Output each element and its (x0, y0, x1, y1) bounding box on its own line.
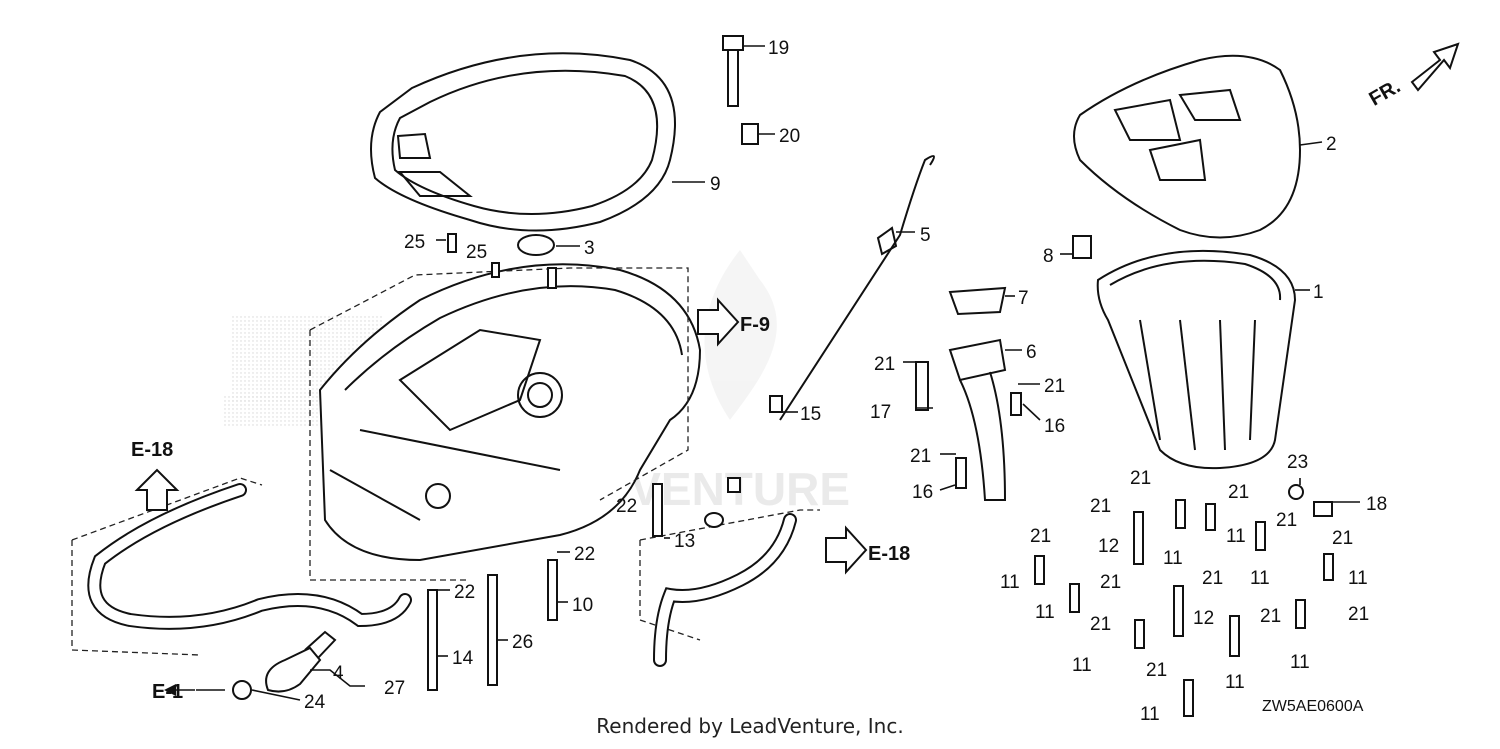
reference-arrows (134, 42, 1460, 696)
callout-6[interactable]: 6 (1026, 342, 1037, 363)
callout-12-b[interactable]: 12 (1193, 608, 1214, 629)
callout-1[interactable]: 1 (1313, 282, 1324, 303)
gasket-7[interactable] (948, 286, 1007, 316)
callout-7[interactable]: 7 (1018, 288, 1029, 309)
callout-21-a[interactable]: 21 (874, 354, 895, 375)
callout-15[interactable]: 15 (800, 404, 821, 425)
callout-25-a[interactable]: 25 (404, 232, 425, 253)
callout-21-e[interactable]: 21 (1228, 482, 1249, 503)
callout-23[interactable]: 23 (1287, 452, 1308, 473)
ref-e18-right[interactable]: E-18 (868, 543, 910, 565)
callout-labels: 1 2 3 4 5 6 7 8 9 10 11 11 11 11 11 11 1… (304, 38, 1387, 725)
callout-11-a[interactable]: 11 (1163, 548, 1183, 569)
callout-20[interactable]: 20 (779, 126, 800, 147)
callout-21-h[interactable]: 21 (1030, 526, 1051, 547)
callout-21-b[interactable]: 21 (1044, 376, 1065, 397)
callout-9[interactable]: 9 (710, 174, 721, 195)
callout-5[interactable]: 5 (920, 225, 931, 246)
callout-11-c[interactable]: 11 (1250, 568, 1270, 589)
callout-12-a[interactable]: 12 (1098, 536, 1119, 557)
callout-3[interactable]: 3 (584, 238, 595, 259)
dipstick-tube-6[interactable] (948, 338, 1007, 501)
callout-21-n[interactable]: 21 (1348, 604, 1369, 625)
callout-21-f[interactable]: 21 (1090, 496, 1111, 517)
fitting-4[interactable] (265, 630, 337, 693)
hose-right[interactable] (653, 513, 797, 667)
callout-16-a[interactable]: 16 (1044, 416, 1065, 437)
callout-21-j[interactable]: 21 (1100, 572, 1121, 593)
callout-22-b[interactable]: 22 (574, 544, 595, 565)
callout-17[interactable]: 17 (870, 402, 891, 423)
ref-e1[interactable]: E-1 (152, 681, 183, 703)
callout-4[interactable]: 4 (333, 663, 344, 684)
callout-10[interactable]: 10 (572, 595, 593, 616)
gasket-2[interactable] (1073, 54, 1302, 239)
leader-lines (196, 45, 1360, 701)
hose-left[interactable] (87, 483, 412, 630)
callout-26[interactable]: 26 (512, 632, 533, 653)
callout-21-k[interactable]: 21 (1202, 568, 1223, 589)
callout-27[interactable]: 27 (384, 678, 405, 699)
oil-pan-1[interactable] (1096, 249, 1297, 470)
callout-11-e[interactable]: 11 (1000, 572, 1020, 593)
clamp-24[interactable] (232, 680, 252, 700)
callout-21-l[interactable]: 21 (1090, 614, 1111, 635)
callout-8[interactable]: 8 (1043, 246, 1054, 267)
callout-21-o[interactable]: 21 (1146, 660, 1167, 681)
ref-f9[interactable]: F-9 (740, 314, 770, 336)
fasteners[interactable] (427, 35, 1334, 717)
callout-25-b[interactable]: 25 (466, 242, 487, 263)
callout-18[interactable]: 18 (1366, 494, 1387, 515)
callout-11-i[interactable]: 11 (1225, 672, 1245, 693)
callout-14[interactable]: 14 (452, 648, 474, 669)
callout-11-b[interactable]: 11 (1226, 526, 1246, 547)
callout-13[interactable]: 13 (674, 531, 695, 552)
diagram-code: ZW5AE0600A (1262, 698, 1364, 715)
callout-22-c[interactable]: 22 (454, 582, 475, 603)
callout-16-b[interactable]: 16 (912, 482, 933, 503)
callout-11-j[interactable]: 11 (1140, 704, 1160, 725)
callout-11-d[interactable]: 11 (1348, 568, 1368, 589)
dashed-groups (71, 267, 820, 656)
callout-21-d[interactable]: 21 (1130, 468, 1151, 489)
gasket-9[interactable] (370, 52, 676, 232)
callout-2[interactable]: 2 (1326, 134, 1337, 155)
ref-e18-left[interactable]: E-18 (131, 439, 173, 461)
callout-21-m[interactable]: 21 (1260, 606, 1281, 627)
dipstick-5[interactable] (779, 155, 935, 421)
callout-24[interactable]: 24 (304, 692, 326, 713)
callout-11-f[interactable]: 11 (1035, 602, 1055, 623)
callout-11-h[interactable]: 11 (1072, 655, 1092, 676)
callout-22-a[interactable]: 22 (616, 496, 637, 517)
callout-11-g[interactable]: 11 (1290, 652, 1310, 673)
extension-case[interactable] (318, 263, 702, 562)
callout-21-g[interactable]: 21 (1276, 510, 1297, 531)
rendered-by-footer: Rendered by LeadVenture, Inc. (596, 714, 904, 738)
callout-21-c[interactable]: 21 (910, 446, 931, 467)
callout-19[interactable]: 19 (768, 38, 789, 59)
callout-21-i[interactable]: 21 (1332, 528, 1353, 549)
front-label: FR. (1365, 75, 1404, 110)
